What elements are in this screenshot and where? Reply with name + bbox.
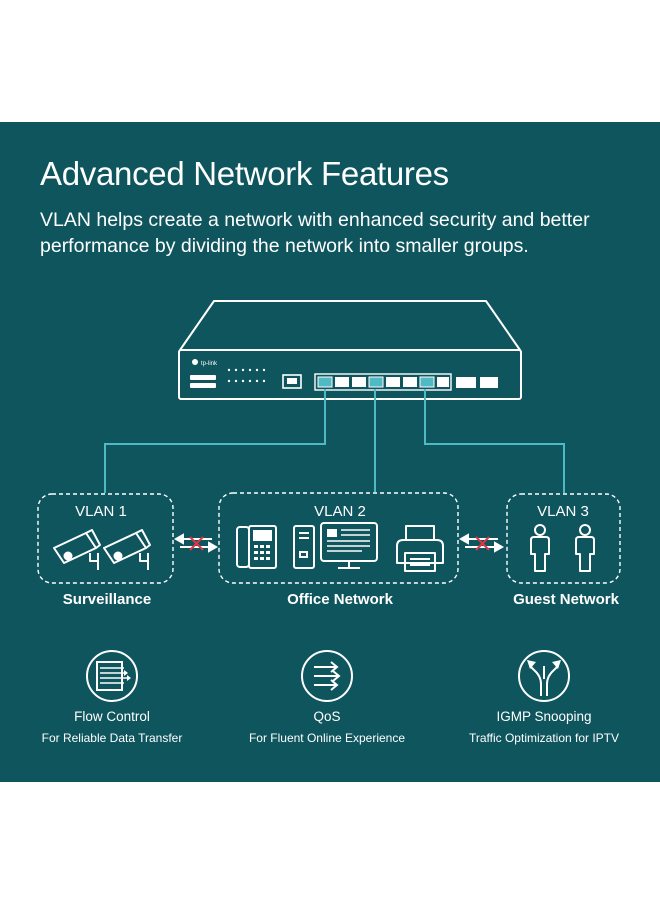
lan-port bbox=[317, 376, 333, 388]
status-leds bbox=[227, 368, 266, 383]
feature-name-qos: QoS bbox=[313, 709, 341, 724]
lan-ports bbox=[314, 373, 452, 391]
person-icon bbox=[530, 524, 550, 572]
lan-port bbox=[386, 377, 400, 387]
vlan2-title: VLAN 2 bbox=[314, 503, 366, 520]
vlan3-box bbox=[506, 493, 621, 584]
vlan-links bbox=[104, 389, 565, 493]
feature-name-flow-control: Flow Control bbox=[74, 709, 150, 724]
vlan-boxes bbox=[37, 492, 621, 584]
qos-icon bbox=[301, 650, 353, 702]
vlan1-label: Surveillance bbox=[62, 591, 152, 608]
sfp-ports bbox=[456, 377, 498, 388]
feature-desc-qos: For Fluent Online Experience bbox=[248, 731, 406, 745]
description-line: VLAN helps create a network with enhance… bbox=[40, 209, 590, 231]
page-title: Advanced Network Features bbox=[40, 155, 449, 192]
feature-desc-flow-control: For Reliable Data Transfer bbox=[41, 731, 183, 745]
reset-buttons bbox=[190, 375, 216, 388]
vlan3-title: VLAN 3 bbox=[537, 503, 589, 520]
lan-port bbox=[335, 377, 349, 387]
lan-port bbox=[368, 376, 384, 388]
vlan2-box bbox=[218, 492, 459, 584]
flow-control-icon bbox=[86, 650, 138, 702]
lan-port bbox=[437, 377, 449, 387]
console-port bbox=[282, 374, 302, 389]
blocked-link-2 bbox=[458, 533, 505, 553]
person-icon bbox=[575, 524, 595, 572]
feature-name-igmp-snooping: IGMP Snooping bbox=[496, 709, 592, 724]
blocked-x-icon bbox=[475, 536, 490, 551]
lan-port bbox=[419, 376, 435, 388]
desktop-computer-icon bbox=[293, 522, 378, 569]
network-switch bbox=[178, 300, 522, 400]
lan-port bbox=[352, 377, 366, 387]
igmp-snooping-icon bbox=[518, 650, 570, 702]
brand-label: tp-link bbox=[201, 361, 218, 367]
blocked-link-1 bbox=[173, 533, 219, 553]
tp-link-logo: tp-link bbox=[192, 359, 218, 367]
vlan1-link bbox=[104, 389, 326, 493]
security-camera-icon bbox=[103, 529, 151, 570]
lan-port bbox=[403, 377, 417, 387]
printer-icon bbox=[396, 525, 444, 572]
page-description: VLAN helps create a network with enhance… bbox=[40, 207, 640, 259]
feature-panel bbox=[0, 122, 660, 782]
feature-desc-igmp-snooping: Traffic Optimization for IPTV bbox=[468, 731, 620, 745]
vlan3-link bbox=[424, 389, 565, 493]
description-line: performance by dividing the network into… bbox=[40, 235, 529, 257]
vlan3-label: Guest Network bbox=[513, 591, 619, 608]
vlan1-title: VLAN 1 bbox=[75, 503, 127, 520]
vlan1-box bbox=[37, 493, 174, 584]
vlan2-label: Office Network bbox=[287, 591, 393, 608]
security-camera-icon bbox=[53, 529, 101, 570]
blocked-x-icon bbox=[189, 536, 204, 551]
ip-phone-icon bbox=[236, 525, 277, 569]
